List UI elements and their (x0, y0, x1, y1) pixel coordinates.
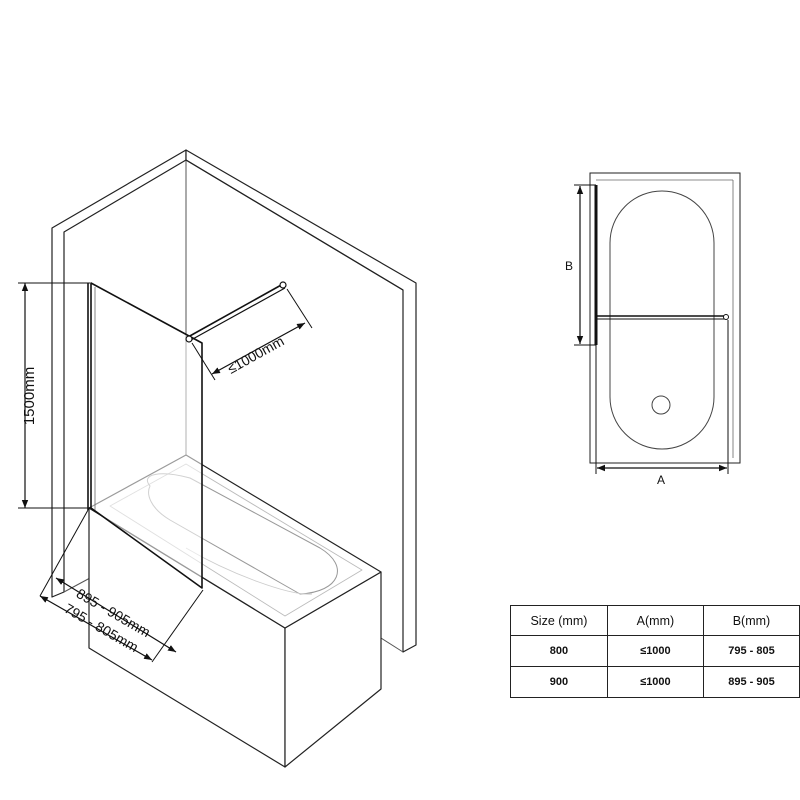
height-label: 1500mm (21, 367, 38, 425)
plan-label-a: A (657, 473, 665, 487)
support-arm (187, 283, 284, 338)
spec-table-header-row: Size (mm) A(mm) B(mm) (510, 605, 800, 636)
plan-bathtub-basin (609, 190, 715, 450)
table-cell: 800 (510, 635, 608, 667)
table-row: 900 ≤1000 895 - 905 (510, 666, 800, 698)
width-dimension-line-b (39, 595, 153, 661)
table-cell: ≤1000 (606, 666, 704, 698)
spec-table: Size (mm) A(mm) B(mm) 800 ≤1000 795 - 80… (510, 605, 800, 698)
plan-drain (651, 395, 671, 415)
table-cell: 795 - 805 (702, 635, 800, 667)
table-cell: 900 (510, 666, 608, 698)
isometric-view (18, 149, 417, 768)
arm-dimension-line (211, 322, 306, 375)
plan-label-b: B (565, 259, 573, 273)
header-b: B(mm) (702, 605, 800, 636)
plan-view (574, 172, 741, 474)
glass-screen (90, 282, 203, 589)
table-cell: 895 - 905 (702, 666, 800, 698)
arm-length-label: ≤1000mm (225, 333, 287, 377)
dimension-arrows (21, 283, 306, 661)
plan-bathtub-outline (589, 172, 741, 464)
table-cell: ≤1000 (606, 635, 704, 667)
header-size: Size (mm) (510, 605, 608, 636)
header-a: A(mm) (606, 605, 704, 636)
table-row: 800 ≤1000 795 - 805 (510, 635, 800, 667)
